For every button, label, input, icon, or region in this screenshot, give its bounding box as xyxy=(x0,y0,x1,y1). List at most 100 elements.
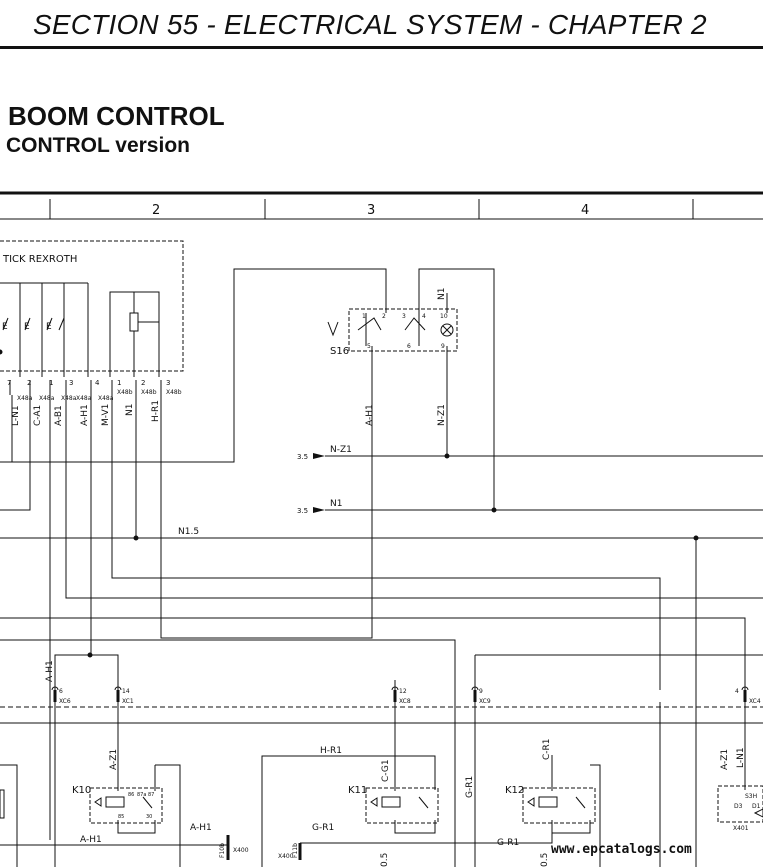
a-z1-vert-2: A-Z1 xyxy=(720,749,730,770)
sec-3-5-b: 3.5 xyxy=(297,507,308,515)
relay-term-86: 86 xyxy=(128,792,134,798)
section-title: SECTION 55 - ELECTRICAL SYSTEM - CHAPTER… xyxy=(33,9,707,40)
fuse-x400-b: X400 xyxy=(278,853,294,860)
relay-term-30: 30 xyxy=(146,814,152,820)
h-r1-label: H-R1 xyxy=(320,746,342,756)
fuse-x400-a: X400 xyxy=(233,847,249,854)
a-h1-label-low2: A-H1 xyxy=(190,823,212,833)
diode-module: D1 D3 S3H X401 xyxy=(717,785,763,832)
n-z1-label: N-Z1 xyxy=(330,445,352,455)
pin-3b: 3 xyxy=(166,379,170,387)
grid-col-4: 4 xyxy=(581,203,589,218)
c-r1-vert: C-R1 xyxy=(542,738,552,760)
pin-7: 7 xyxy=(7,379,11,387)
s16-pin-6: 6 xyxy=(407,343,411,350)
xc4-label: XC4 xyxy=(749,698,761,705)
relay-k12: K12 xyxy=(505,785,596,824)
relay-term-87a: 87a xyxy=(137,792,146,798)
a-h1-vert: A-H1 xyxy=(45,660,55,682)
diode-d1: D1 xyxy=(752,803,761,810)
wire-n-z1-s16: N-Z1 xyxy=(437,404,447,426)
s16-pin-9: 9 xyxy=(441,343,445,350)
connectors-low: 6 XC6 14 XC1 12 XC8 9 XC9 4 XC4 xyxy=(51,686,761,705)
svg-text:E: E xyxy=(24,322,30,332)
wire-c-a1: C-A1 xyxy=(33,405,43,426)
xc4-num: 4 xyxy=(735,688,739,695)
diode-s3h: S3H xyxy=(745,793,757,800)
pin-2: 2 xyxy=(27,379,31,387)
s16-pin-10: 10 xyxy=(440,313,448,320)
watermark: www.epcatalogs.com xyxy=(551,842,692,857)
g-r1-label-a: G-R1 xyxy=(312,823,334,833)
switch-name: S16 xyxy=(330,346,349,357)
g-r1-label-b: G-R1 xyxy=(497,838,519,848)
l-n1-vert: L-N1 xyxy=(736,747,746,768)
xc8-num: 12 xyxy=(399,688,407,695)
a-z1-vert: A-Z1 xyxy=(109,749,119,770)
fuse-f11b: F11b xyxy=(292,843,299,858)
wire-l-n1: L-N1 xyxy=(11,405,21,426)
xc6-label: XC6 xyxy=(59,698,71,705)
switch-s16: S16 1 2 3 4 10 5 6 9 xyxy=(327,308,458,357)
pin-1b: 1 xyxy=(117,379,121,387)
s16-pin-3: 3 xyxy=(402,313,406,320)
c-g1-vert: C-G1 xyxy=(381,759,391,782)
relay-k11: K11 xyxy=(348,785,439,824)
xc8-label: XC8 xyxy=(399,698,411,705)
pin-1a: 1 xyxy=(49,379,53,387)
fuse-f10b: F10b xyxy=(219,843,226,858)
grid-col-3: 3 xyxy=(367,203,375,218)
pin-label-3: X48a xyxy=(61,395,77,402)
k11-name: K11 xyxy=(348,785,367,796)
xc9-num: 9 xyxy=(479,688,483,695)
pin-label-2: X48a xyxy=(39,395,55,402)
pin-3a: 3 xyxy=(69,379,73,387)
pin-label-5: X48a xyxy=(98,395,114,402)
a-h1-label-low: A-H1 xyxy=(80,835,102,845)
wire-h-r1: H-R1 xyxy=(151,400,161,422)
connector-row: 7 2 1 3 4 1 2 3 X48a X48a X48a X48a X48a… xyxy=(7,379,182,402)
wire-n1-s16: N1 xyxy=(437,288,447,300)
wire-n1: N1 xyxy=(125,404,135,416)
wire-m-v1: M-V1 xyxy=(101,404,111,426)
sec-3-5-a: 3.5 xyxy=(297,453,308,461)
wire-a-h1: A-H1 xyxy=(80,404,90,426)
relay-term-85: 85 xyxy=(118,814,124,820)
n1-5-label: N1.5 xyxy=(178,527,199,537)
diode-d3: D3 xyxy=(734,803,743,810)
sec-0-5-a: 0.5 xyxy=(380,853,390,867)
pin-label-7: X48b xyxy=(141,389,157,396)
diagram-subtitle: ​CONTROL version xyxy=(0,134,190,158)
sec-0-5-b: 0.5 xyxy=(540,853,550,867)
relay-k10: K10 xyxy=(72,785,163,824)
pin-label-8: X48b xyxy=(166,389,182,396)
fuses: F10b X400 F11b X400 xyxy=(219,835,302,860)
g-r1-vert: G-R1 xyxy=(465,776,475,798)
pin-label-1: X48a xyxy=(17,395,33,402)
diagram-subtitle-text: CONTROL version xyxy=(6,134,190,157)
k10-name: K10 xyxy=(72,785,91,796)
wire-a-h1-s16: A-H1 xyxy=(365,404,375,426)
diode-x401: X401 xyxy=(733,825,749,832)
s16-pin-2: 2 xyxy=(382,313,386,320)
svg-text:E: E xyxy=(2,322,8,332)
pin-4: 4 xyxy=(95,379,100,387)
wire-a-b1: A-B1 xyxy=(54,405,64,426)
pin-label-6: X48b xyxy=(117,389,133,396)
s16-pin-4: 4 xyxy=(422,313,426,320)
diagram-title: BOOM CONTROL xyxy=(8,101,225,131)
header-rule xyxy=(0,46,763,49)
s16-pin-5: 5 xyxy=(367,343,371,350)
s16-pin-1: 1 xyxy=(362,313,366,320)
xc1-num: 14 xyxy=(122,688,130,695)
svg-text:E: E xyxy=(46,322,52,332)
grid-col-2: 2 xyxy=(152,203,160,218)
wire-labels-top: L-N1 C-A1 A-B1 A-H1 M-V1 N1 H-R1 A-H1 N-… xyxy=(11,288,447,426)
pin-label-4: X48a xyxy=(76,395,92,402)
n1-label: N1 xyxy=(330,499,342,509)
xc6-num: 6 xyxy=(59,688,63,695)
xc9-label: XC9 xyxy=(479,698,491,705)
relay-term-87: 87 xyxy=(148,792,154,798)
